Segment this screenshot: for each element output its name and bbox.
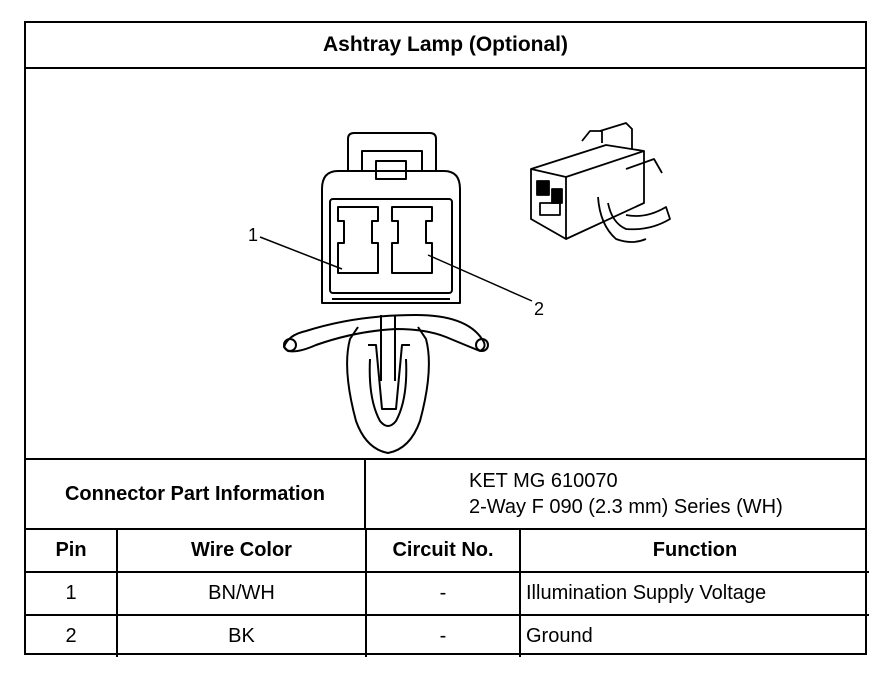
header-wire-color: Wire Color — [116, 530, 367, 573]
part-series: 2-Way F 090 (2.3 mm) Series (WH) — [469, 496, 783, 518]
callout-2: 2 — [534, 299, 544, 319]
leader-line-2 — [427, 254, 533, 302]
connector-latch — [347, 132, 437, 171]
part-number: KET MG 610070 — [469, 470, 618, 492]
leader-line-1 — [259, 236, 343, 270]
table-row: 2 BK - Ground — [26, 614, 869, 657]
connector-body — [321, 170, 461, 304]
connector-3d-view — [530, 122, 671, 243]
clip-wing — [283, 314, 486, 353]
cavity-1 — [337, 206, 379, 274]
cell-circuit-no: - — [365, 614, 521, 657]
header-circuit-no: Circuit No. — [365, 530, 521, 573]
connector-part-info-row: Connector Part Information KET MG 610070… — [26, 460, 865, 530]
callout-1: 1 — [248, 225, 258, 245]
header-function: Function — [519, 530, 869, 573]
cell-pin: 1 — [26, 571, 118, 616]
push-pin — [346, 326, 430, 454]
cell-pin: 2 — [26, 614, 118, 657]
page-title: Ashtray Lamp (Optional) — [26, 23, 865, 69]
connector-sheet: Ashtray Lamp (Optional) — [24, 21, 869, 657]
connector-figure: 1 2 — [26, 69, 865, 460]
cavity-2 — [391, 206, 433, 274]
table-header-row: Pin Wire Color Circuit No. Function — [26, 530, 869, 573]
connector-illustration: 1 2 — [248, 122, 671, 454]
connector-part-info-value: KET MG 610070 2-Way F 090 (2.3 mm) Serie… — [366, 460, 865, 528]
pin-table: Pin Wire Color Circuit No. Function 1 BN… — [26, 530, 869, 657]
cell-wire-color: BN/WH — [116, 571, 367, 616]
table-row: 1 BN/WH - Illumination Supply Voltage — [26, 571, 869, 616]
header-pin: Pin — [26, 530, 118, 573]
cell-wire-color: BK — [116, 614, 367, 657]
cell-function: Illumination Supply Voltage — [519, 571, 869, 616]
cell-function: Ground — [519, 614, 869, 657]
cell-circuit-no: - — [365, 571, 521, 616]
connector-part-info-label: Connector Part Information — [26, 460, 366, 528]
